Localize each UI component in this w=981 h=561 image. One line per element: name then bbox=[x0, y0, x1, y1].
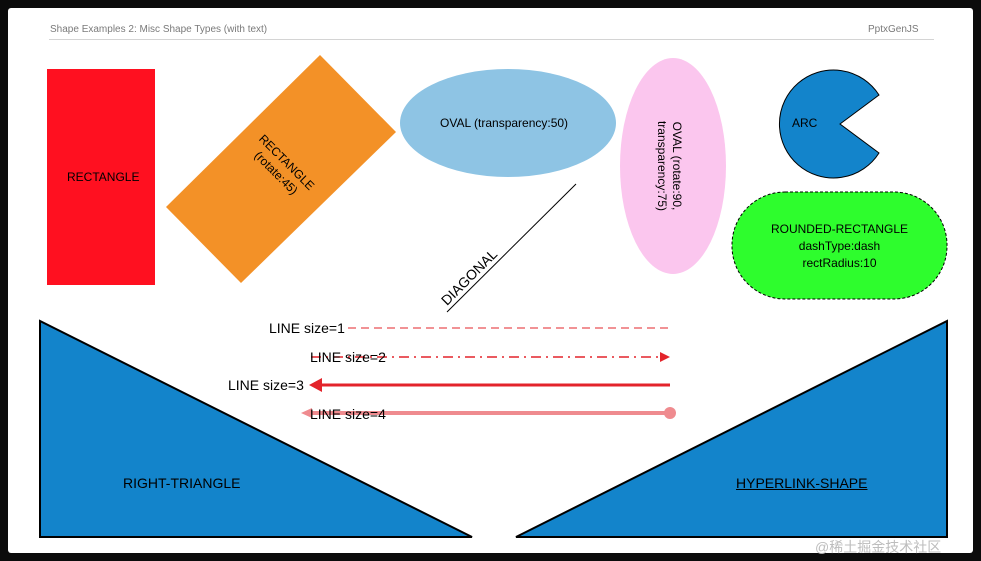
rounded-rectangle-label: ROUNDED-RECTANGLE dashType:dash rectRadi… bbox=[732, 221, 947, 272]
header-divider bbox=[49, 39, 934, 40]
line-size-3-arrowhead bbox=[309, 378, 322, 392]
oval-shape[interactable] bbox=[400, 69, 616, 177]
rectangle-shape[interactable] bbox=[47, 69, 155, 285]
line-size-4-label: LINE size=4 bbox=[310, 406, 386, 422]
oval-label: OVAL (transparency:50) bbox=[440, 116, 569, 130]
right-triangle-shape[interactable] bbox=[39, 319, 473, 538]
line-size-2-arrowhead bbox=[660, 352, 670, 362]
line-size-4-end-dot bbox=[664, 407, 676, 419]
slide-header-title: Shape Examples 2: Misc Shape Types (with… bbox=[50, 24, 268, 35]
line-size-2-label: LINE size=2 bbox=[310, 349, 386, 365]
rotated-rectangle-shape[interactable] bbox=[166, 55, 396, 283]
line-size-4-arrowhead bbox=[301, 408, 312, 418]
line-size-3-label: LINE size=3 bbox=[228, 377, 304, 393]
rotated-oval-label-line1: OVAL (rotate:90, bbox=[670, 121, 684, 211]
line-size-1-label: LINE size=1 bbox=[269, 320, 345, 336]
diagonal-line[interactable] bbox=[446, 183, 577, 313]
watermark-text: @稀土掘金技术社区 bbox=[815, 539, 942, 555]
rounded-rectangle-label-line2: dashType:dash bbox=[798, 239, 881, 253]
slide-header-brand: PptxGenJS bbox=[868, 24, 919, 35]
hyperlink-shape[interactable] bbox=[515, 319, 948, 538]
rounded-rectangle-label-line1: ROUNDED-RECTANGLE bbox=[770, 222, 909, 236]
rotated-oval-label: OVAL (rotate:90, transparency:75) bbox=[654, 121, 684, 211]
rounded-rectangle-label-line3: rectRadius:10 bbox=[802, 256, 877, 270]
right-triangle-label: RIGHT-TRIANGLE bbox=[123, 475, 241, 491]
rectangle-label: RECTANGLE bbox=[67, 170, 140, 184]
rotated-oval-label-line2: transparency:75) bbox=[655, 120, 669, 212]
hyperlink-shape-label[interactable]: HYPERLINK-SHAPE bbox=[736, 475, 868, 491]
rounded-rectangle-shape[interactable] bbox=[731, 191, 948, 300]
rotated-oval-shape[interactable] bbox=[620, 58, 726, 274]
arc-label: ARC bbox=[792, 116, 818, 130]
arc-shape[interactable] bbox=[778, 69, 880, 179]
